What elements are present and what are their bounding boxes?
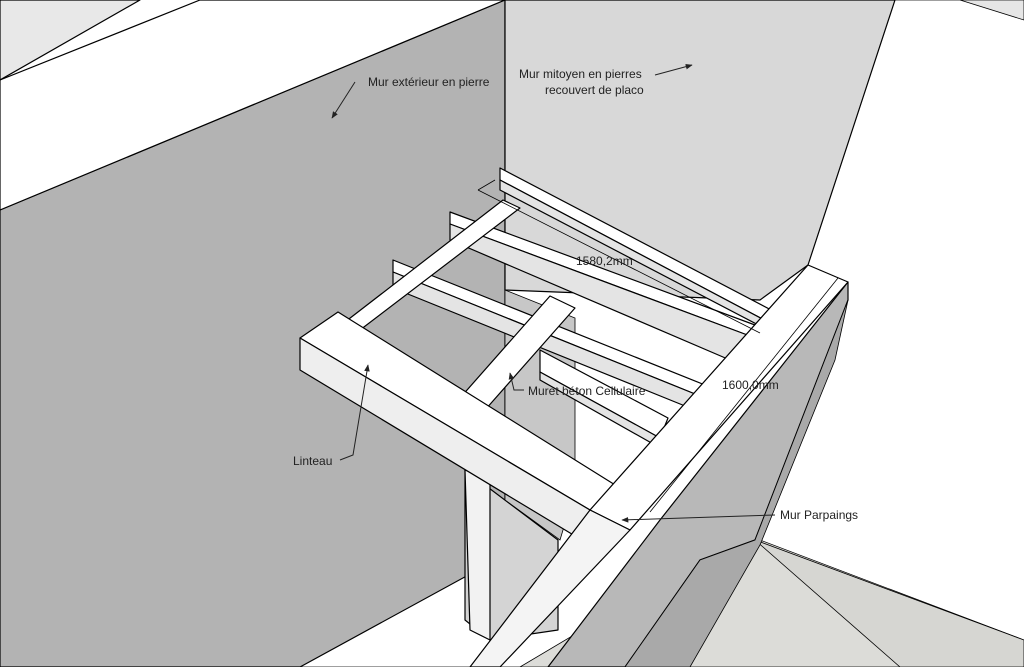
background-right [895, 0, 1024, 21]
label-lintel: Linteau [293, 454, 332, 468]
label-dimension-beam: 1600,0mm [722, 378, 779, 392]
beam-front [469, 509, 631, 667]
exterior-wall-top [0, 0, 506, 211]
label-party-wall-1: Mur mitoyen en pierres [519, 67, 642, 81]
floor-right [754, 539, 1024, 667]
leader-lintel [339, 364, 370, 461]
leader-party-wall [654, 63, 693, 76]
label-dimension-joists: 1580,2mm [576, 254, 633, 268]
leader-block-wall [621, 514, 776, 523]
leader-exterior-wall [331, 81, 356, 119]
label-party-wall-2: recouvert de placo [545, 83, 644, 97]
block-wall-side [624, 299, 849, 667]
label-cellular-wall: Muret béton Cellulaire [528, 384, 646, 398]
label-block-wall: Mur Parpaings [780, 508, 858, 522]
leader-cellular-wall [508, 372, 524, 391]
exterior-wall-cap [0, 0, 141, 81]
label-exterior-wall: Mur extérieur en pierre [368, 75, 490, 89]
